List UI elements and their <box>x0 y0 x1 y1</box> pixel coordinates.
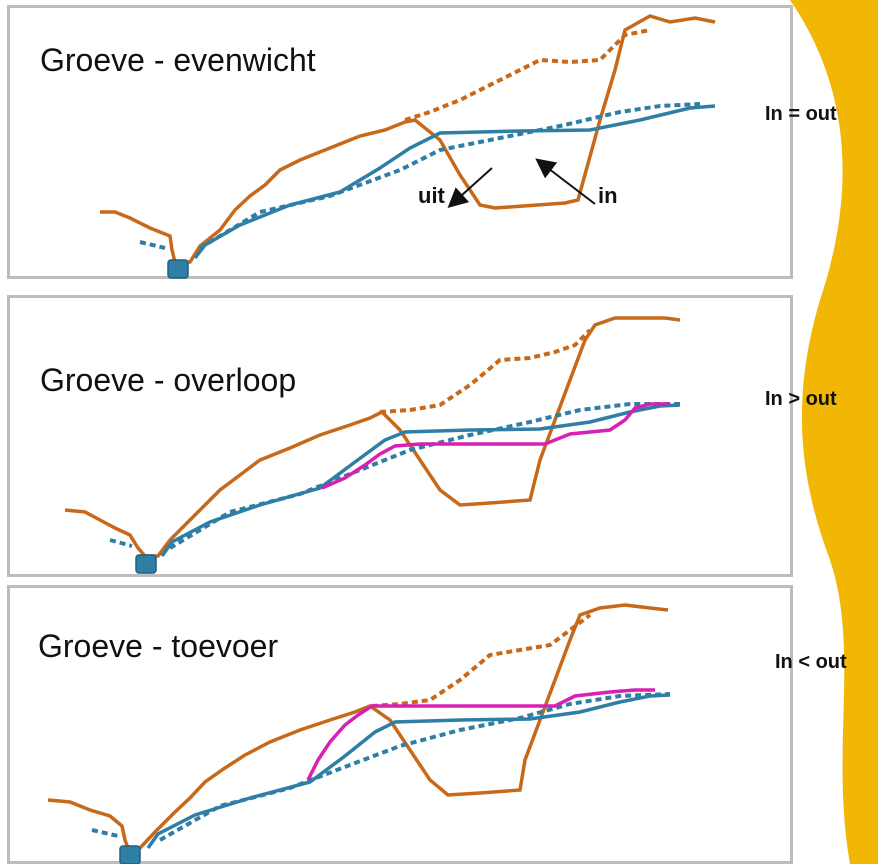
panel-title: Groeve - overloop <box>40 362 297 398</box>
stream-channel <box>135 554 157 574</box>
adjusted-water-line <box>306 688 655 781</box>
original-terrain-dotted <box>379 328 592 414</box>
stream-channel <box>119 845 141 864</box>
terrain-line <box>47 603 669 850</box>
adjusted-water-line <box>321 402 670 490</box>
groundwater-line <box>160 403 681 558</box>
groundwater-line <box>146 693 671 850</box>
panel-title: Groeve - evenwicht <box>40 42 316 78</box>
balance-label-overflow: In > out <box>765 388 837 410</box>
terrain-line <box>100 14 716 264</box>
panel-overloop: Groeve - overloop <box>7 295 793 577</box>
terrain-line <box>64 316 681 558</box>
groundwater-dotted <box>91 692 671 842</box>
panel-title: Groeve - toevoer <box>38 628 279 664</box>
arrow-label-uit: uit <box>418 183 445 208</box>
balance-label-inflow: In < out <box>775 651 847 673</box>
groundwater-line <box>193 104 716 260</box>
original-terrain-dotted <box>404 28 651 122</box>
balance-label-equal: In = out <box>765 103 837 125</box>
yellow-wave-shape <box>790 0 878 864</box>
section-toevoer <box>47 603 671 864</box>
panel-toevoer: Groeve - toevoer <box>7 585 793 864</box>
section-overloop <box>64 316 681 574</box>
arrow-label-in: in <box>598 183 618 208</box>
section-evenwicht <box>100 14 716 279</box>
stream-channel <box>167 259 189 279</box>
original-terrain-dotted <box>371 613 592 708</box>
panel-evenwicht: Groeve - evenwicht <box>7 5 793 279</box>
arrow-in <box>535 158 596 205</box>
arrow-uit <box>447 167 493 209</box>
